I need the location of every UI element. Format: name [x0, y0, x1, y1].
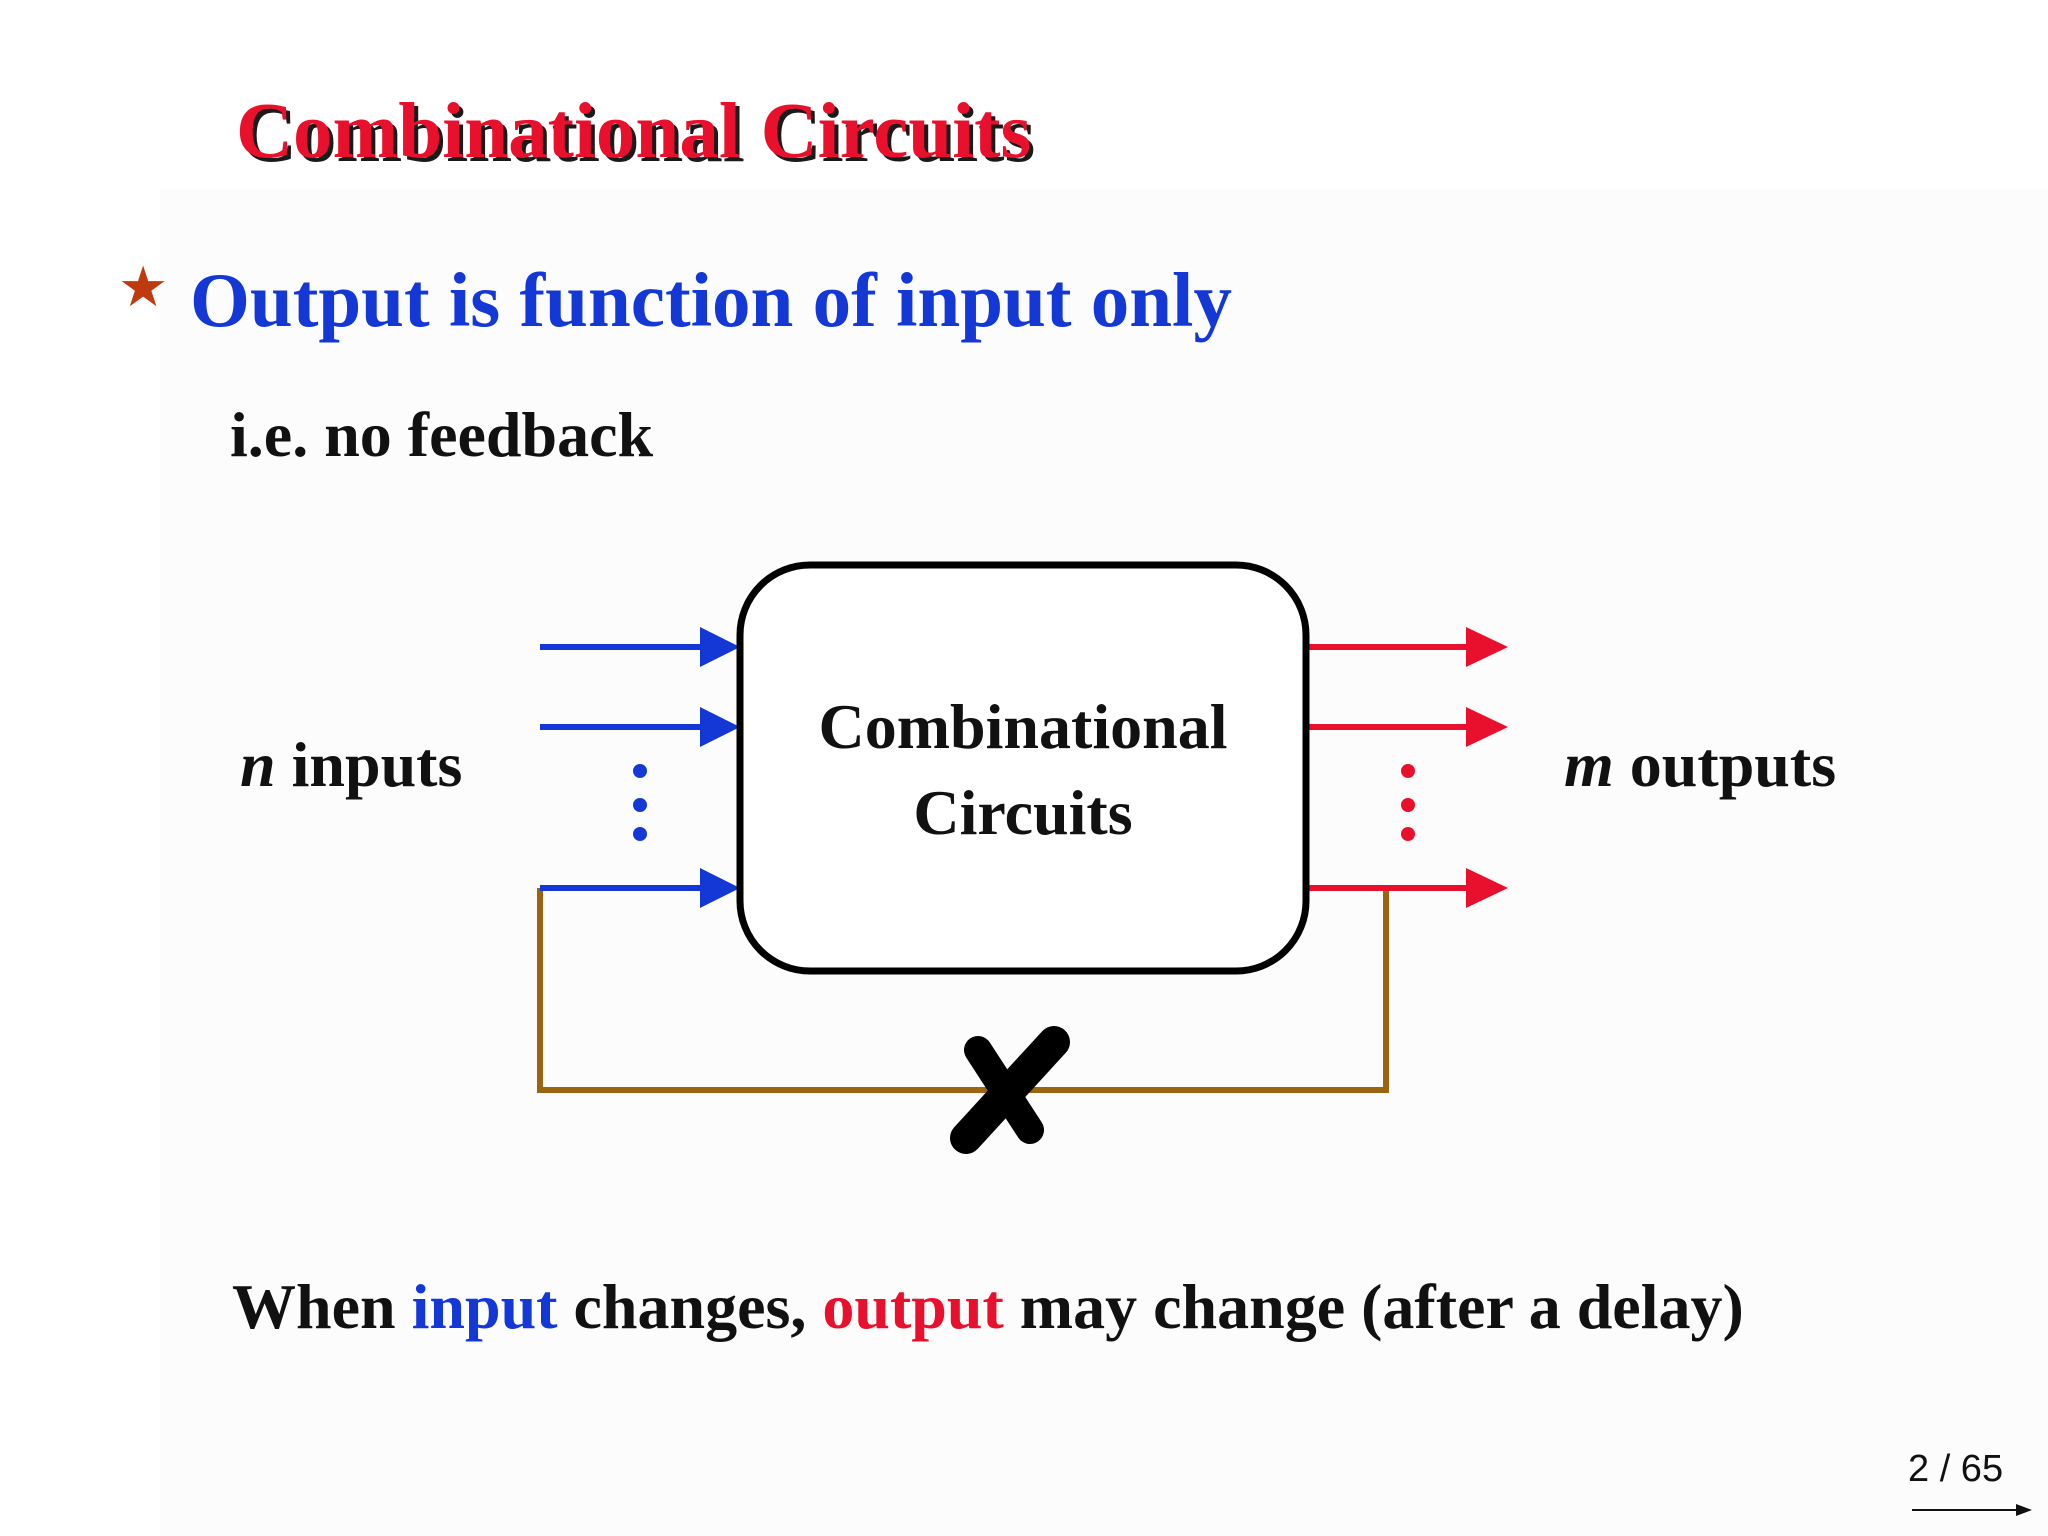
outputs-variable: m — [1564, 729, 1614, 800]
bottom-output-word: output — [822, 1271, 1004, 1342]
output-arrows — [1306, 627, 1508, 908]
arrow-right-icon[interactable] — [1910, 1500, 2036, 1520]
circuit-box-label-line2: Circuits — [913, 777, 1132, 848]
input-ellipsis — [633, 764, 647, 841]
circuit-box — [736, 561, 1310, 975]
bottom-text-1: When — [232, 1271, 412, 1342]
bottom-text-2: changes, — [557, 1271, 823, 1342]
bottom-input-word: input — [411, 1271, 558, 1342]
output-arrowhead-2 — [1466, 707, 1508, 747]
input-arrows — [540, 627, 740, 908]
bottom-statement: When input changes, output may change (a… — [232, 1271, 1744, 1342]
bullet-text: Output is function of input only — [190, 257, 1232, 343]
page-counter: 2 / 65 — [1908, 1448, 2004, 1490]
feedback-loop-line — [537, 888, 1389, 1093]
outputs-label: m outputs — [1564, 729, 1836, 800]
bottom-text-3: may change (after a delay) — [1003, 1271, 1744, 1342]
inputs-word: inputs — [276, 729, 463, 800]
sub-point: i.e. no feedback — [230, 399, 654, 470]
input-arrowhead-3 — [700, 868, 740, 908]
output-ellipsis — [1401, 764, 1415, 841]
input-arrowhead-1 — [700, 627, 740, 667]
output-arrowhead-1 — [1466, 627, 1508, 667]
inputs-label: n inputs — [240, 729, 462, 800]
outputs-word: outputs — [1614, 729, 1836, 800]
input-arrowhead-2 — [700, 707, 740, 747]
inputs-variable: n — [240, 729, 276, 800]
cross-mark-icon — [950, 1026, 1070, 1154]
slide-title: Combinational Circuits — [236, 88, 1032, 175]
star-icon: ★ — [118, 255, 169, 320]
output-arrowhead-3 — [1466, 868, 1508, 908]
circuit-box-label-line1: Combinational — [819, 691, 1228, 762]
